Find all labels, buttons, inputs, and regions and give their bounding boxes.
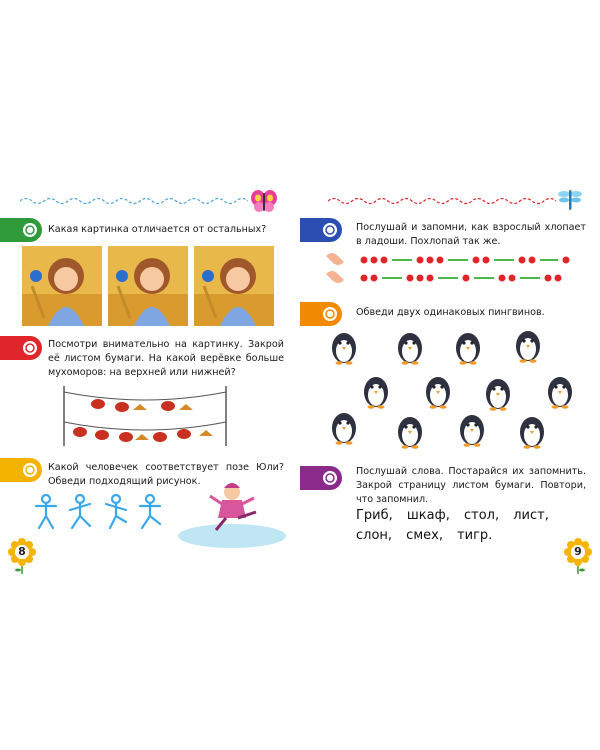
page-number: 9 bbox=[574, 545, 582, 558]
task-marker-purple bbox=[300, 466, 342, 490]
task-marker-red bbox=[0, 336, 42, 360]
task-4-text: Послушай и запомни, как взрослый хлопает… bbox=[356, 222, 586, 247]
task-marker-yellow bbox=[0, 458, 42, 482]
penguin-10[interactable] bbox=[398, 417, 422, 449]
page-number-flower-icon bbox=[564, 538, 592, 574]
right-page: Послушай и запомни, как взрослый хлопает… bbox=[300, 0, 600, 750]
penguin-5[interactable] bbox=[364, 377, 388, 409]
girl-picture-2 bbox=[108, 246, 188, 326]
penguin-12[interactable] bbox=[520, 417, 544, 449]
page-number-flower-icon bbox=[8, 538, 36, 574]
decorative-dashed-line bbox=[20, 197, 248, 205]
penguins-illustration bbox=[332, 331, 572, 449]
task-1-text: Какая картинка отличается от остальных? bbox=[48, 224, 267, 235]
clap-rhythm-pattern bbox=[360, 256, 570, 282]
penguin-8[interactable] bbox=[548, 377, 572, 409]
clapping-hands-icon bbox=[326, 253, 344, 283]
penguin-6[interactable] bbox=[426, 377, 450, 409]
penguin-4[interactable] bbox=[516, 331, 540, 363]
decorative-dashed-line bbox=[328, 197, 557, 205]
skating-girl-illustration bbox=[178, 483, 286, 548]
task-3-text: Какой человечек соответствует позе Юли? … bbox=[48, 462, 284, 487]
penguin-1[interactable] bbox=[332, 333, 356, 365]
penguin-7[interactable] bbox=[486, 379, 510, 411]
girl-picture-1 bbox=[22, 246, 102, 326]
stick-figures bbox=[34, 494, 162, 530]
left-page: Какая картинка отличается от остальных? bbox=[0, 190, 286, 574]
task-marker-green bbox=[0, 218, 42, 242]
penguin-2[interactable] bbox=[398, 333, 422, 365]
task-marker-orange bbox=[300, 302, 342, 326]
penguin-9[interactable] bbox=[332, 413, 356, 445]
mushroom-ropes-illustration bbox=[63, 386, 227, 446]
penguin-11[interactable] bbox=[460, 415, 484, 447]
task-marker-blue bbox=[300, 218, 342, 242]
girl-picture-3 bbox=[194, 246, 274, 326]
butterfly-icon bbox=[251, 190, 277, 212]
page-number: 8 bbox=[18, 545, 26, 558]
memory-word-list: Гриб, шкаф, стол, лист, слон, смех, тигр… bbox=[356, 508, 549, 543]
penguin-3[interactable] bbox=[456, 333, 480, 365]
task-5-text: Обведи двух одинаковых пингвинов. bbox=[356, 307, 545, 318]
dragonfly-icon bbox=[558, 190, 582, 210]
task-2-text: Посмотри внимательно на картинку. Закрой… bbox=[48, 339, 284, 378]
task-6-text: Послушай слова. Постарайся их запомнить.… bbox=[356, 466, 586, 505]
